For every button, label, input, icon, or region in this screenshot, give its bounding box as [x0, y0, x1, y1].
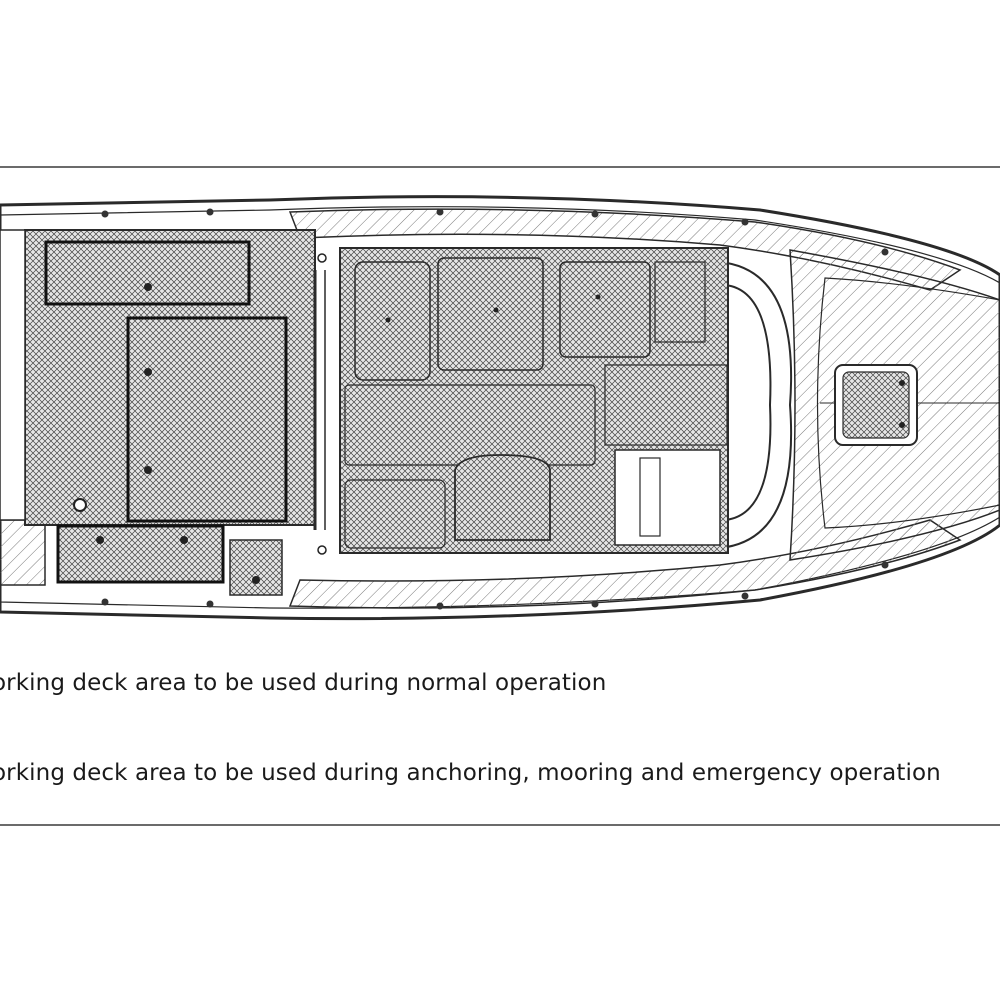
- aft-lounge-cushion: [44, 240, 251, 306]
- foredeck-sunpad: [816, 277, 1000, 529]
- legend-normal-operation-label: orking deck area to be used during norma…: [0, 670, 607, 696]
- aft-table: [126, 316, 288, 523]
- aft-bench: [56, 524, 225, 584]
- emergency-area-starboard-gunwale: [288, 519, 962, 609]
- bottom-frame-rule: [0, 824, 1000, 826]
- cleats: [101, 208, 889, 610]
- helm-seat: [454, 454, 551, 541]
- legend-emergency-operation-label: orking deck area to be used during ancho…: [0, 760, 941, 786]
- helm-console: [614, 449, 721, 546]
- top-frame-rule: [0, 166, 1000, 168]
- emergency-area-port-gunwale: [288, 208, 962, 291]
- emergency-area-aft-corner: [0, 519, 46, 586]
